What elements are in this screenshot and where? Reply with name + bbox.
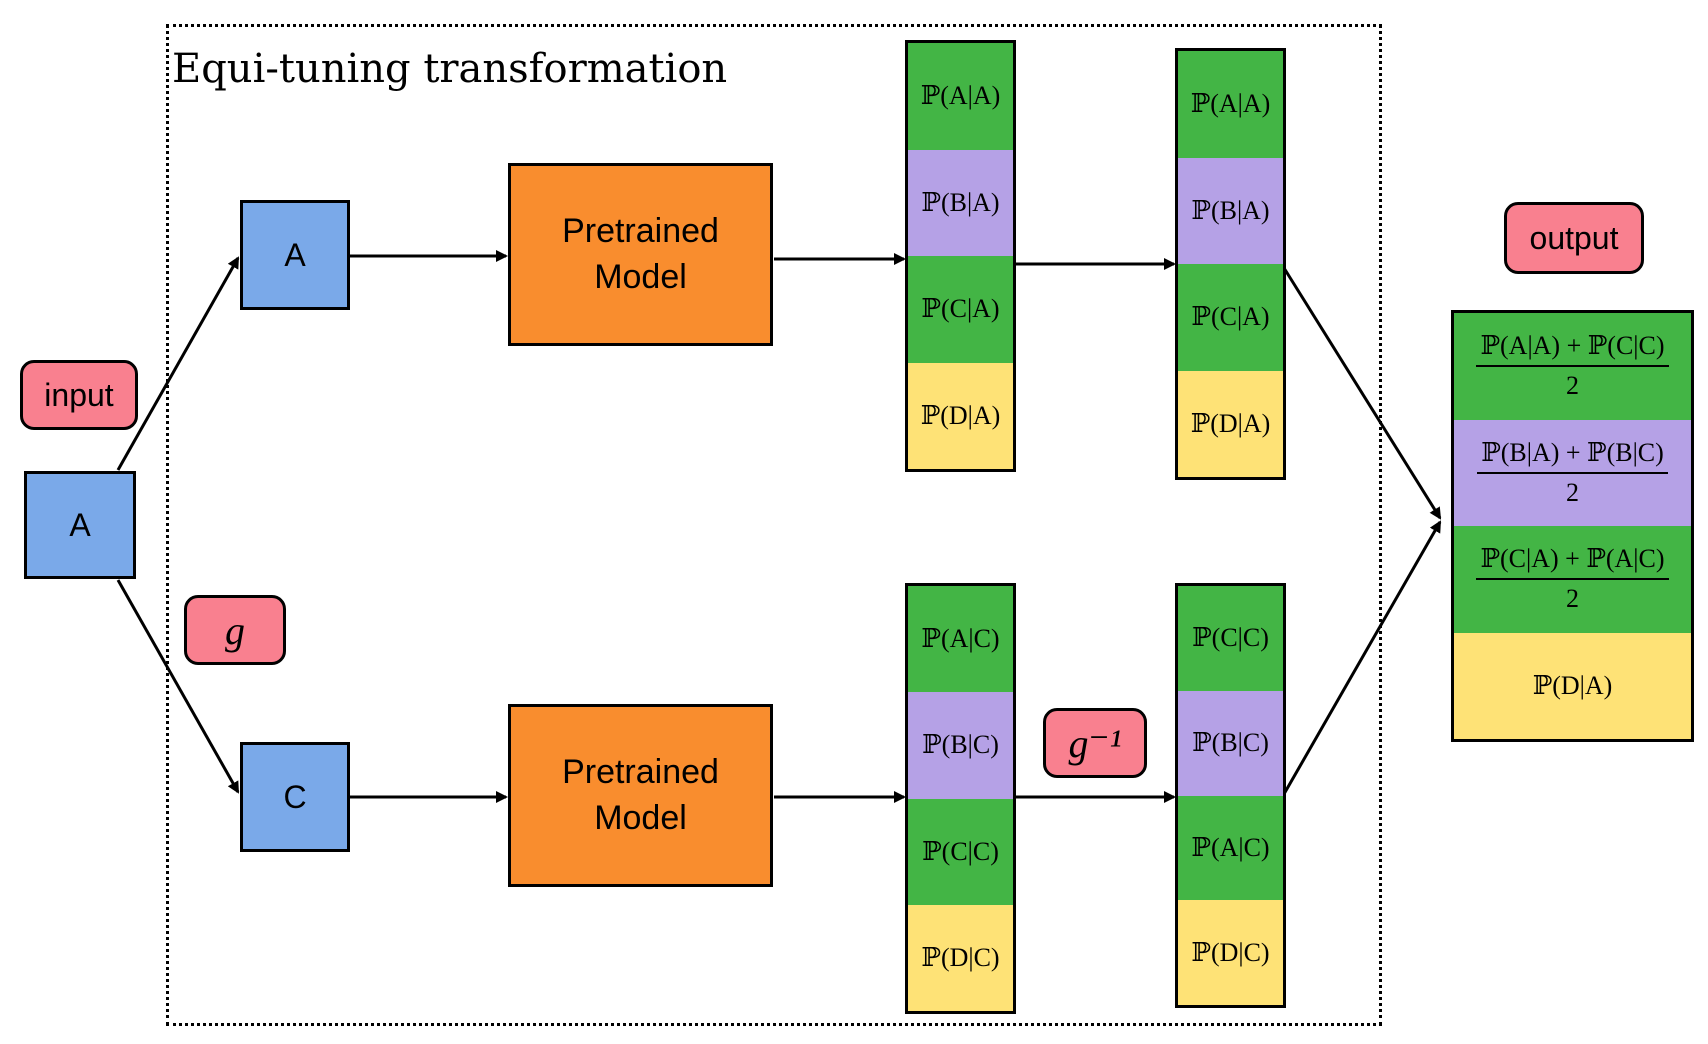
bottom-node-c: C bbox=[240, 742, 350, 852]
g-transform-label: g bbox=[184, 595, 286, 665]
fraction-denominator: 2 bbox=[1565, 584, 1579, 614]
g-inverse-label: g⁻¹ bbox=[1043, 708, 1147, 778]
prob-cell: ℙ(A|C) bbox=[1178, 795, 1283, 901]
fraction-numerator: ℙ(A|A) + ℙ(C|C) bbox=[1476, 331, 1669, 368]
arrow-top-to-output bbox=[1282, 267, 1442, 520]
fraction-denominator: 2 bbox=[1565, 371, 1579, 401]
top-passthrough-column: ℙ(A|A) ℙ(B|A) ℙ(C|A) ℙ(D|A) bbox=[1175, 48, 1286, 480]
input-node-a: A bbox=[24, 471, 136, 579]
prob-cell: ℙ(A|A) bbox=[1178, 51, 1283, 158]
top-pretrained-model: Pretrained Model bbox=[508, 163, 773, 346]
fraction-numerator: ℙ(C|A) + ℙ(A|C) bbox=[1476, 544, 1669, 581]
prob-cell: ℙ(D|A) bbox=[1178, 370, 1283, 477]
prob-cell: ℙ(D|C) bbox=[908, 904, 1013, 1011]
fraction: ℙ(A|A) + ℙ(C|C) 2 bbox=[1476, 331, 1669, 401]
prob-cell: ℙ(D|C) bbox=[1178, 900, 1283, 1005]
fraction: ℙ(C|A) + ℙ(A|C) 2 bbox=[1476, 544, 1669, 614]
arrow-input-to-bottom bbox=[116, 579, 240, 794]
fraction-numerator: ℙ(B|A) + ℙ(B|C) bbox=[1477, 438, 1668, 474]
prob-cell: ℙ(B|C) bbox=[1178, 690, 1283, 796]
equi-tuning-frame bbox=[166, 24, 1382, 1026]
output-cell-1: ℙ(A|A) + ℙ(C|C) 2 bbox=[1454, 313, 1691, 420]
output-cell-2: ℙ(B|A) + ℙ(B|C) 2 bbox=[1454, 419, 1691, 526]
output-cell-3: ℙ(C|A) + ℙ(A|C) 2 bbox=[1454, 526, 1691, 633]
fraction-denominator: 2 bbox=[1565, 477, 1579, 507]
bottom-after-inverse-column: ℙ(C|C) ℙ(B|C) ℙ(A|C) ℙ(D|C) bbox=[1175, 583, 1286, 1008]
prob-cell: ℙ(B|C) bbox=[908, 692, 1013, 799]
input-label: input bbox=[20, 360, 138, 430]
output-label: output bbox=[1504, 202, 1644, 274]
prob-cell: ℙ(C|A) bbox=[908, 256, 1013, 363]
fraction: ℙ(B|A) + ℙ(B|C) 2 bbox=[1477, 438, 1668, 508]
top-node-a: A bbox=[240, 200, 350, 310]
prob-cell: ℙ(A|A) bbox=[908, 43, 1013, 150]
prob-cell: ℙ(C|C) bbox=[908, 798, 1013, 905]
prob-cell: ℙ(B|A) bbox=[1178, 157, 1283, 264]
output-column: ℙ(A|A) + ℙ(C|C) 2 ℙ(B|A) + ℙ(B|C) 2 ℙ(C|… bbox=[1451, 310, 1694, 742]
prob-cell: ℙ(B|A) bbox=[908, 149, 1013, 256]
arrow-input-to-top bbox=[116, 256, 240, 471]
prob-cell: ℙ(C|A) bbox=[1178, 264, 1283, 371]
bottom-pretrained-model: Pretrained Model bbox=[508, 704, 773, 887]
output-cell-4: ℙ(D|A) bbox=[1454, 632, 1691, 739]
top-model-output-column: ℙ(A|A) ℙ(B|A) ℙ(C|A) ℙ(D|A) bbox=[905, 40, 1016, 472]
prob-cell: ℙ(A|C) bbox=[908, 586, 1013, 693]
prob-cell: ℙ(C|C) bbox=[1178, 586, 1283, 691]
frame-title: Equi-tuning transformation bbox=[172, 46, 728, 92]
arrow-bottom-to-output bbox=[1282, 520, 1442, 795]
prob-cell: ℙ(D|A) bbox=[908, 362, 1013, 469]
bottom-model-output-column: ℙ(A|C) ℙ(B|C) ℙ(C|C) ℙ(D|C) bbox=[905, 583, 1016, 1014]
